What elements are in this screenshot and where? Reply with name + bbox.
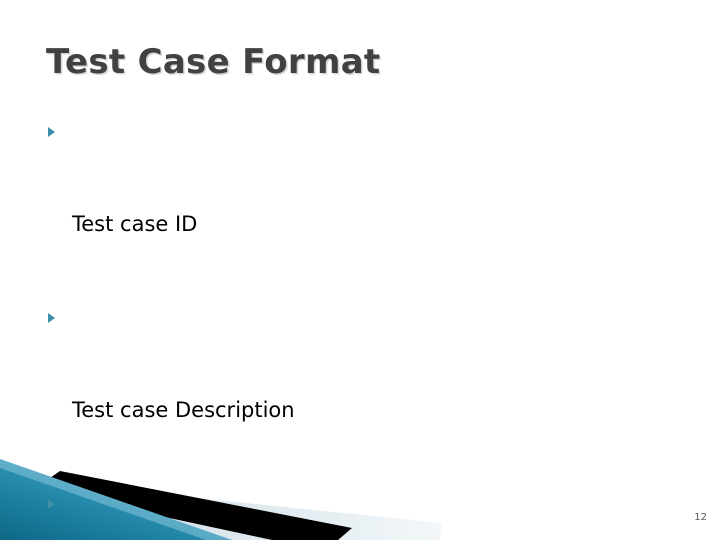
bullet-list: Test case ID Test case Description Expec… [44, 116, 694, 540]
list-item: Test case ID [44, 116, 694, 302]
page-number: 12 [694, 512, 707, 523]
list-item: Expected Output [44, 488, 694, 540]
triangle-right-icon [48, 127, 55, 137]
page-title: Test Case Format [46, 42, 381, 82]
list-item-label: Test case Description [72, 398, 295, 422]
triangle-right-icon [48, 499, 55, 509]
list-item-label: Test case ID [72, 212, 198, 236]
triangle-right-icon [48, 313, 55, 323]
list-item: Test case Description [44, 302, 694, 488]
